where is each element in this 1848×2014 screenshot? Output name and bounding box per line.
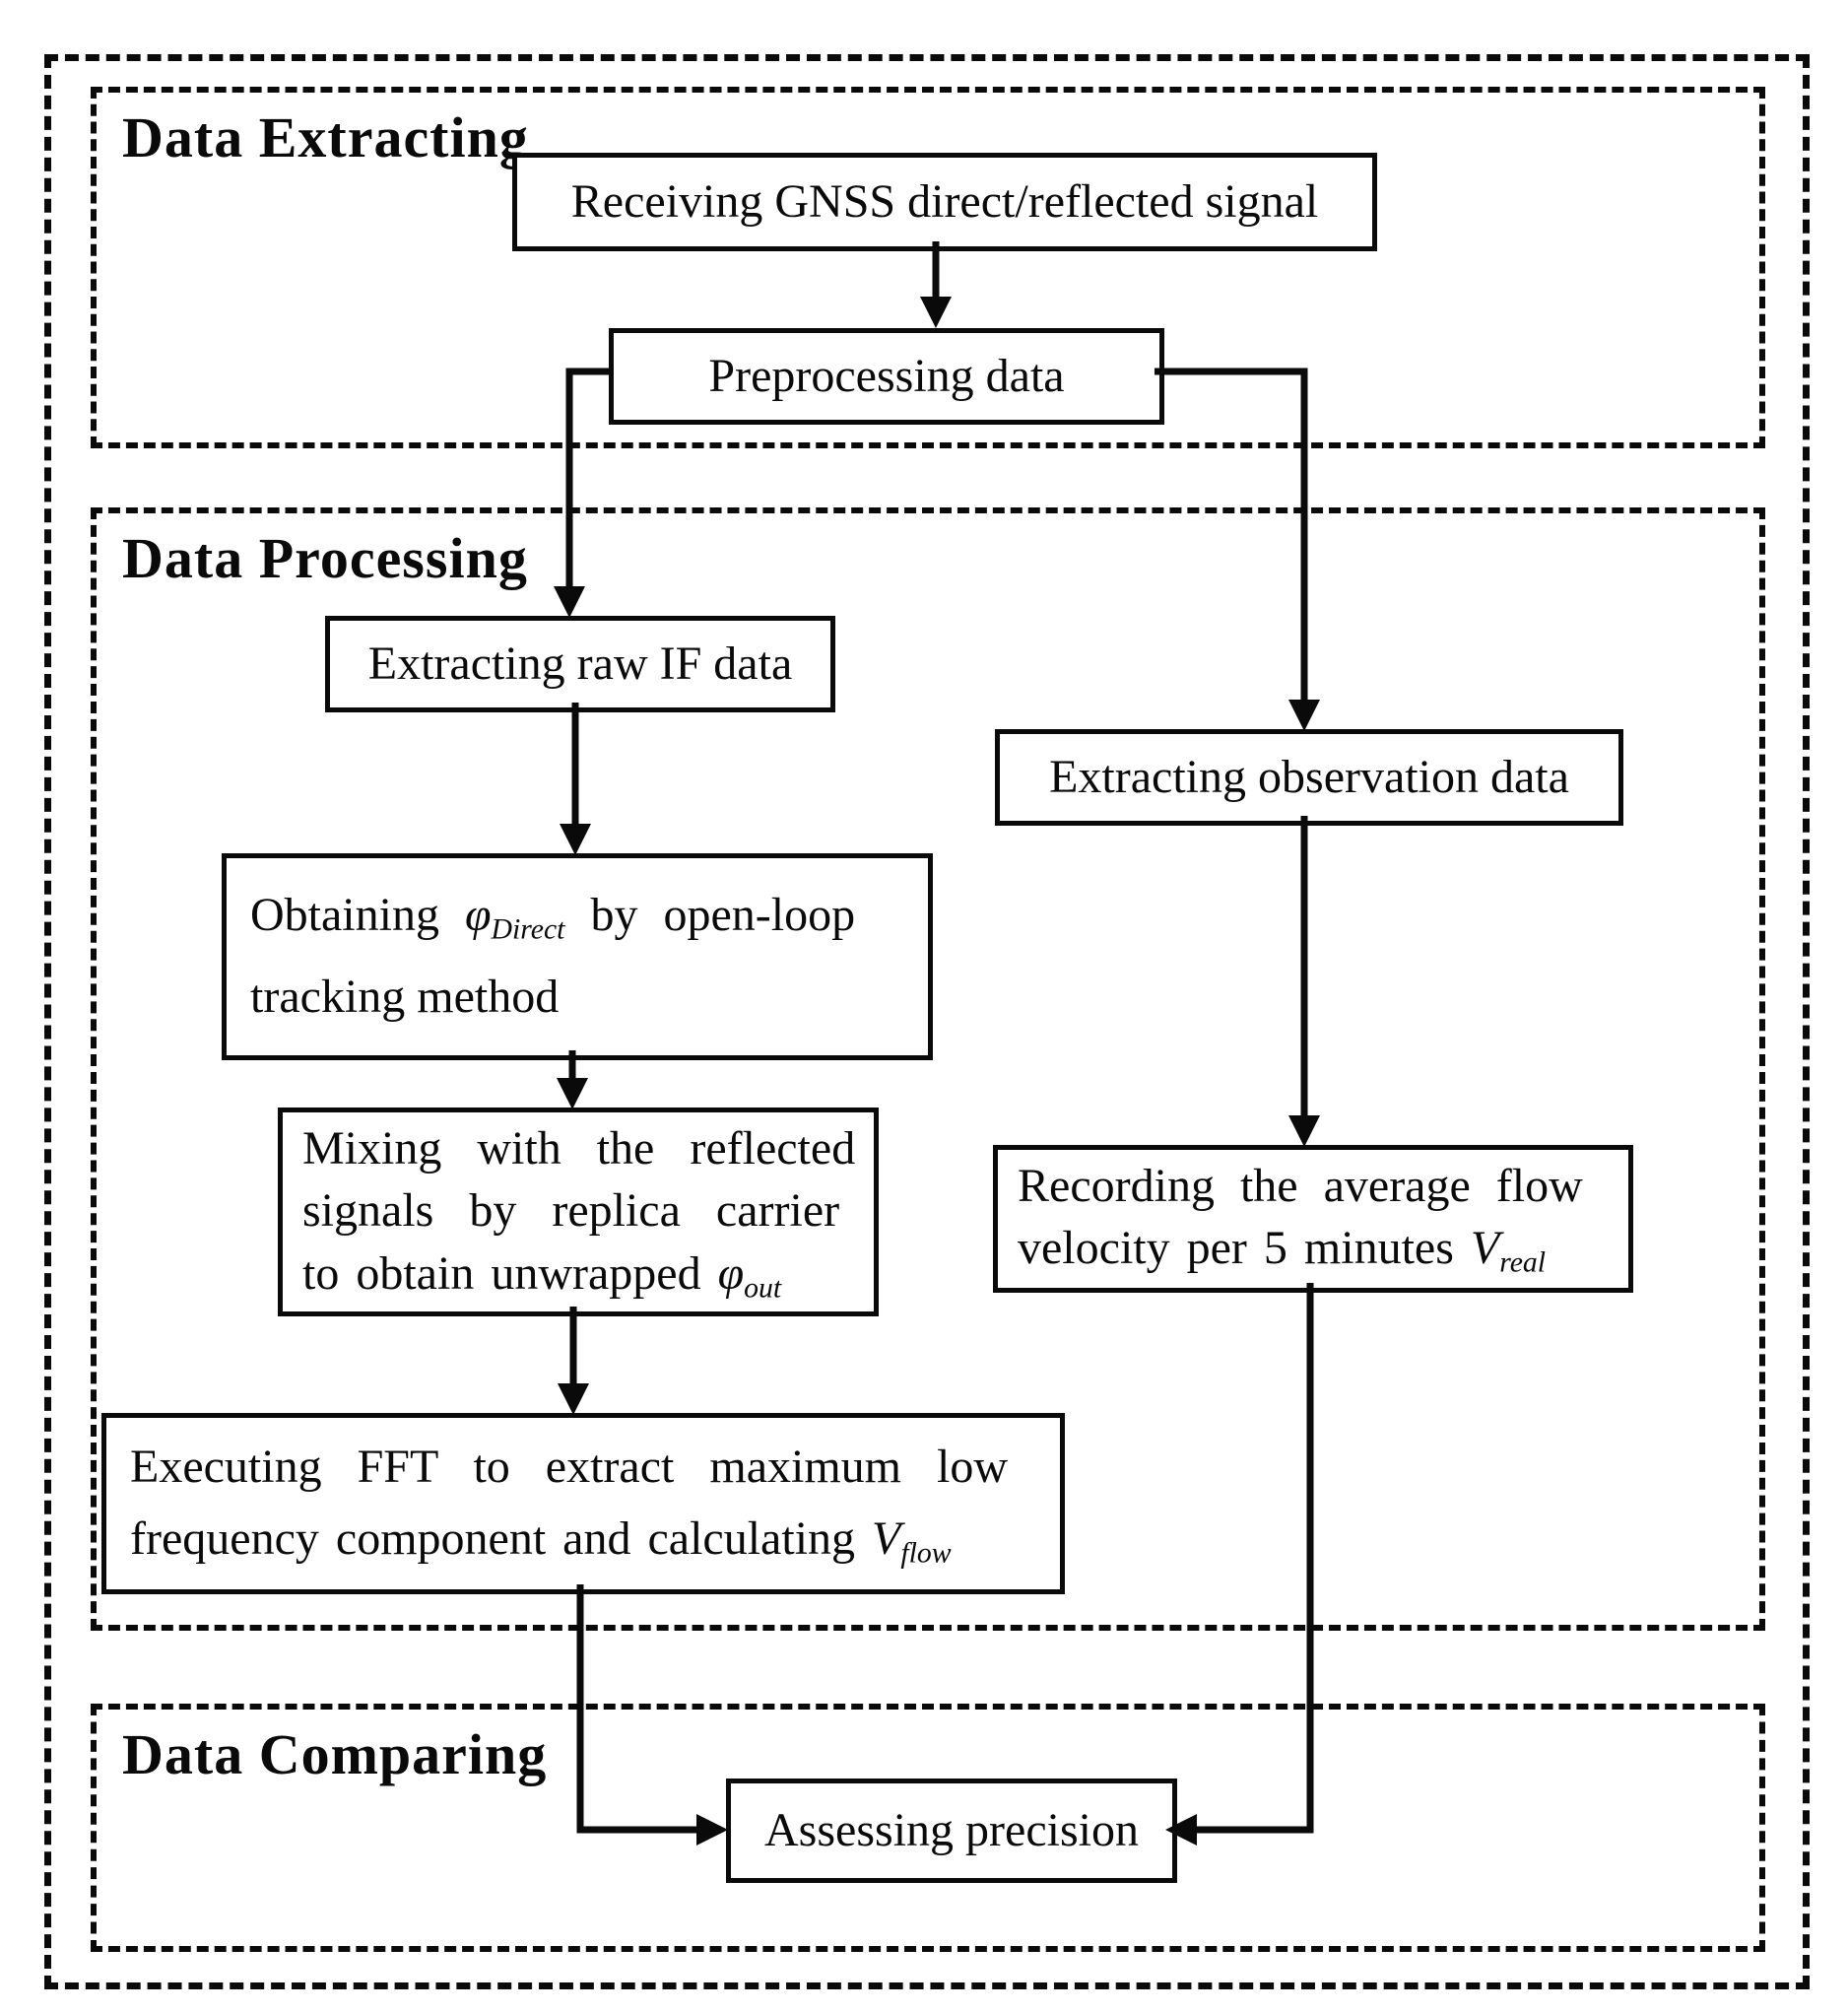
obtaining-line1-pre: Obtaining <box>250 889 465 942</box>
section-label-data-extracting: Data Extracting <box>122 105 529 169</box>
phi-direct-subscript: Direct <box>491 912 565 946</box>
node-recording-line2: velocity per 5 minutes Vreal <box>1018 1218 1546 1282</box>
recording-line2-pre: velocity per 5 minutes <box>1018 1221 1471 1274</box>
node-extracting-observation-data: Extracting observation data <box>995 729 1623 826</box>
outer-dashed-border <box>44 54 1810 1989</box>
node-mixing-line1: Mixing with the reflected <box>302 1121 856 1175</box>
fft-line2-pre: frequency component and calculating <box>130 1512 873 1565</box>
node-recording-line1: Recording the average flow <box>1018 1160 1583 1213</box>
phi-out-subscript: out <box>744 1270 782 1304</box>
v-flow-symbol: V <box>872 1512 901 1565</box>
section-label-data-comparing: Data Comparing <box>122 1722 548 1786</box>
node-obtaining-line1: Obtaining φDirect by open-loop <box>250 875 855 957</box>
section-data-extracting: Data Extracting <box>91 87 1765 448</box>
v-real-subscript: real <box>1499 1245 1547 1279</box>
section-data-comparing: Data Comparing <box>91 1704 1765 1952</box>
node-fft-line2: frequency component and calculating Vflo… <box>130 1504 952 1576</box>
node-mixing-line2: signals by replica carrier <box>302 1184 840 1238</box>
phi-out-symbol: φ <box>717 1246 745 1300</box>
v-flow-subscript: flow <box>900 1536 952 1570</box>
node-extracting-observation-data-text: Extracting observation data <box>1049 751 1569 803</box>
section-label-data-processing: Data Processing <box>122 526 528 590</box>
node-assessing-precision: Assessing precision <box>726 1779 1177 1883</box>
phi-direct-symbol: φ <box>464 889 492 942</box>
node-preprocessing-data: Preprocessing data <box>609 328 1164 425</box>
node-mixing-reflected-signals: Mixing with the reflected signals by rep… <box>278 1108 879 1316</box>
node-obtaining-phi-direct: Obtaining φDirect by open-loop tracking … <box>222 853 933 1060</box>
obtaining-line1-post: by open-loop <box>564 889 856 942</box>
section-data-processing: Data Processing <box>91 507 1765 1631</box>
node-receiving-gnss-signal: Receiving GNSS direct/reflected signal <box>512 153 1377 251</box>
node-obtaining-line2: tracking method <box>250 971 560 1023</box>
node-fft-line1: Executing FFT to extract maximum low <box>130 1441 1008 1494</box>
node-receiving-gnss-signal-text: Receiving GNSS direct/reflected signal <box>570 175 1319 228</box>
node-assessing-precision-text: Assessing precision <box>764 1804 1139 1856</box>
node-mixing-line3: to obtain unwrapped φout <box>302 1242 781 1308</box>
node-executing-fft: Executing FFT to extract maximum low fre… <box>101 1413 1065 1594</box>
v-real-symbol: V <box>1470 1221 1500 1274</box>
node-preprocessing-data-text: Preprocessing data <box>708 350 1065 402</box>
node-extracting-raw-if-data: Extracting raw IF data <box>325 616 835 712</box>
node-extracting-raw-if-data-text: Extracting raw IF data <box>367 638 793 690</box>
mixing-line3-pre: to obtain unwrapped <box>302 1246 718 1300</box>
node-recording-flow-velocity: Recording the average flow velocity per … <box>993 1145 1633 1293</box>
